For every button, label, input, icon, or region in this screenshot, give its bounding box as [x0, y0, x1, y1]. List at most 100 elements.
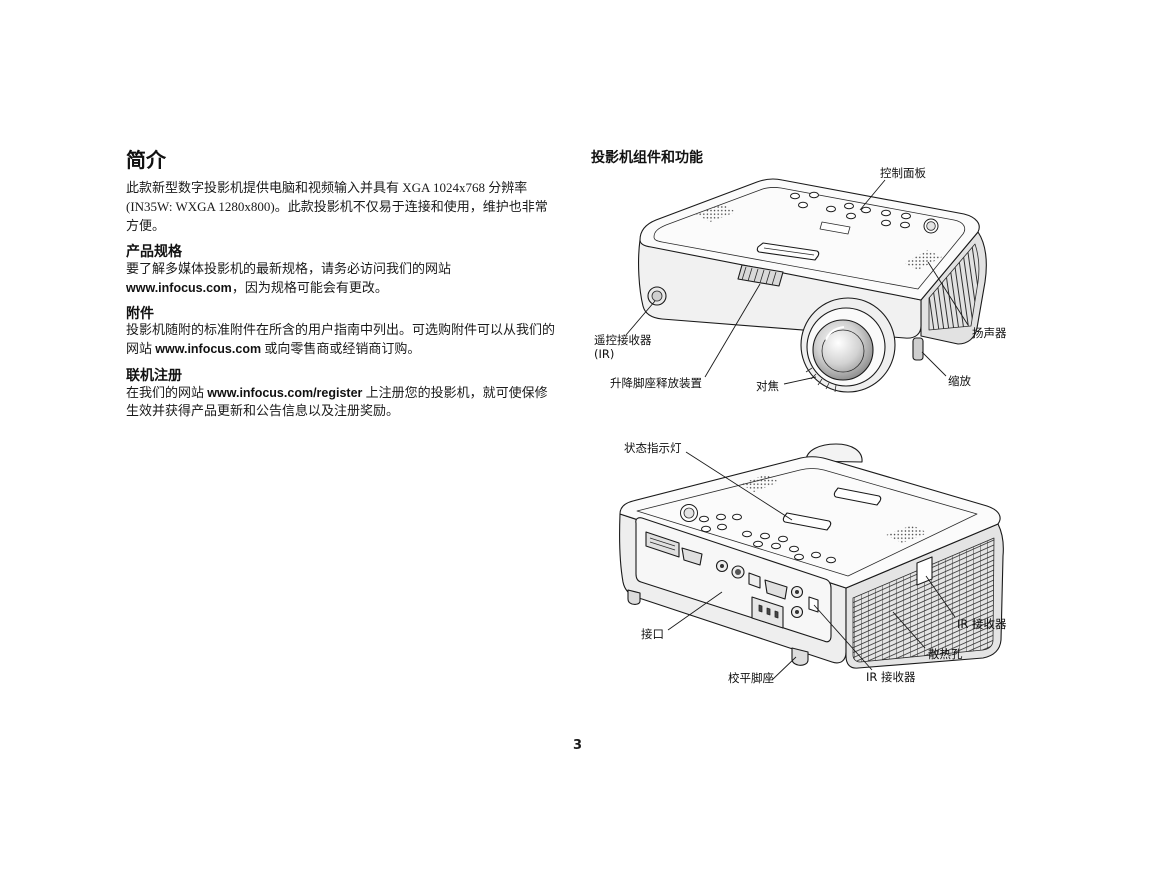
control-button — [716, 513, 726, 521]
intro-paragraph-line: (IN35W: WXGA 1280x800)。此款投影机不仅易于连接和使用，维护… — [126, 199, 548, 214]
speaker-grille — [741, 474, 779, 492]
leader-line — [859, 179, 886, 211]
projector-front-view — [638, 178, 987, 393]
dvi-port-pins — [649, 537, 676, 551]
top-cover-outline — [653, 187, 966, 290]
control-button — [732, 513, 742, 521]
specs-text: ，因为规格可能会有更改。 — [231, 280, 388, 295]
accessories-text: 或向零售商或经销商订购。 — [261, 341, 421, 356]
top-slot-inner — [763, 247, 815, 256]
control-button — [846, 212, 856, 220]
registration-paragraph-line: 生效并获得产品更新和公告信息以及注册奖励。 — [126, 403, 400, 418]
label-status-lights: 状态指示灯 — [624, 441, 682, 455]
rear-foot — [627, 589, 641, 605]
specs-paragraph-line: 要了解多媒体投影机的最新规格，请务必访问我们的网站 — [126, 261, 452, 276]
speaker-grille — [696, 204, 736, 222]
accessories-text: 网站 — [126, 341, 156, 356]
lens — [800, 297, 896, 393]
control-button — [789, 545, 799, 553]
specs-paragraph-line: www.infocus.com，因为规格可能会有更改。 — [126, 279, 388, 297]
projector-rear-view — [619, 443, 1004, 669]
power-button-inner — [683, 507, 695, 519]
control-panel — [790, 191, 939, 235]
components-heading: 投影机组件和功能 — [591, 150, 703, 166]
rear-ir-receiver — [808, 596, 819, 613]
leader-line — [625, 300, 656, 336]
top-slot — [833, 487, 882, 506]
accessories-paragraph-line: 网站 www.infocus.com 或向零售商或经销商订购。 — [126, 340, 420, 358]
registration-heading: 联机注册 — [126, 368, 182, 384]
control-button — [753, 540, 763, 548]
leader-line — [685, 451, 793, 521]
page-number: 3 — [572, 738, 583, 753]
vga-port — [764, 579, 788, 600]
website-link[interactable]: www.infocus.com — [155, 342, 262, 356]
label-zoom: 缩放 — [948, 374, 971, 388]
leader-lines — [625, 179, 969, 385]
registration-paragraph-line: 在我们的网站 www.infocus.com/register 上注册您的投影机… — [126, 384, 548, 402]
video-jack-hole — [795, 610, 799, 614]
leader-line — [771, 656, 797, 681]
elevator-button-body — [737, 264, 784, 287]
label-remote-receiver: 遥控接收器 — [594, 333, 652, 347]
vent-grille — [852, 537, 995, 663]
remote-ir-receiver-window — [651, 290, 663, 302]
control-button — [811, 551, 821, 559]
elevator-foot-release-button — [737, 264, 784, 287]
projector-rear-diagram: 状态指示灯 IR 接收器 散热孔 接口 校平脚座 IR 接收器 — [619, 441, 1007, 685]
power-inlet-prongs — [758, 604, 779, 619]
control-button — [760, 532, 770, 540]
control-button — [742, 530, 752, 538]
connector-panel — [635, 517, 832, 643]
control-button — [790, 192, 800, 200]
control-button — [798, 201, 808, 209]
leader-line — [704, 283, 761, 378]
control-button — [901, 212, 911, 220]
zoom-ring-tab — [912, 337, 924, 361]
website-link[interactable]: www.infocus.com — [126, 281, 232, 295]
vga-port — [681, 547, 703, 566]
label-remote-receiver-ir: (IR) — [594, 347, 614, 361]
control-button — [699, 515, 709, 523]
control-button — [844, 202, 854, 210]
power-button-inner — [926, 221, 936, 231]
lens-inner-ring — [821, 329, 865, 373]
label-ir-receiver-rear: IR 接收器 — [866, 670, 916, 684]
specs-heading: 产品规格 — [126, 244, 182, 260]
control-button — [826, 205, 836, 213]
audio-jack-hole — [795, 590, 799, 594]
leader-line — [927, 261, 969, 326]
leader-line — [667, 591, 723, 631]
control-button — [778, 535, 788, 543]
label-control-panel: 控制面板 — [880, 166, 926, 180]
lens-highlight — [825, 326, 845, 341]
projector-front-diagram: 控制面板 扬声器 遥控接收器 (IR) 升降脚座释放装置 对焦 缩放 — [594, 166, 1007, 393]
side-ir-receiver — [916, 556, 933, 586]
status-display — [819, 221, 851, 235]
leader-line — [783, 376, 817, 385]
control-button — [826, 556, 836, 564]
control-button — [717, 523, 727, 531]
intro-paragraph-line: 此款新型数字投影机提供电脑和视频输入并具有 XGA 1024x768 分辨率 — [126, 180, 528, 195]
register-link[interactable]: www.infocus.com/register — [207, 386, 363, 400]
speaker-vent-slats — [928, 243, 980, 331]
control-panel — [680, 504, 836, 564]
control-button — [809, 191, 819, 199]
usb-port — [748, 572, 761, 589]
accessories-heading: 附件 — [126, 306, 154, 322]
label-speaker: 扬声器 — [972, 326, 1007, 340]
leader-line — [925, 575, 956, 618]
accessories-paragraph-line: 投影机随附的标准附件在所含的用户指南中列出。可选购附件可以从我们的 — [126, 322, 556, 337]
control-button — [861, 206, 871, 214]
label-elevator-foot-release: 升降脚座释放装置 — [610, 376, 702, 390]
top-cover-outline — [636, 468, 978, 577]
control-button — [881, 219, 891, 227]
speaker-grille — [904, 250, 942, 270]
control-button — [701, 525, 711, 533]
label-vents: 散热孔 — [928, 647, 963, 661]
s-video-port-inner — [735, 569, 741, 575]
label-connectors: 接口 — [641, 627, 664, 641]
intro-paragraph-line: 方便。 — [126, 218, 166, 233]
leader-line — [921, 351, 947, 377]
focus-ring-ridges — [805, 367, 837, 393]
